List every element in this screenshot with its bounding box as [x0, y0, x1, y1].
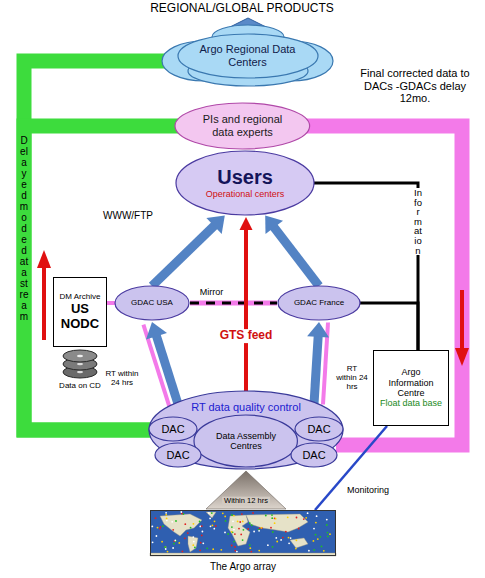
node-text: The Argo array — [210, 561, 276, 573]
connector-line — [314, 333, 318, 405]
arrowhead — [240, 217, 253, 230]
edge-label: Within 12 hrs — [222, 497, 270, 506]
node-text: DAC — [161, 423, 184, 436]
process-ellipse: PIs and regional data experts — [174, 102, 311, 150]
connector-line — [272, 224, 320, 286]
node-text: Users — [217, 166, 273, 189]
node-text: DAC — [307, 423, 330, 436]
note-label: Final corrected data to DACs -GDACs dela… — [354, 67, 476, 105]
node-text: US NODC — [58, 302, 102, 332]
mir-connector — [190, 303, 277, 304]
users-ellipse: UsersOperational centers — [175, 150, 315, 216]
dac-ellipse: Data Assembly Centres — [193, 414, 298, 468]
arrowhead — [146, 322, 167, 340]
pink-connector — [305, 126, 462, 445]
world-map — [150, 510, 336, 556]
dac-ellipse: DAC — [294, 416, 344, 442]
connector-line — [190, 301, 277, 306]
node-text: DM Archive — [60, 292, 101, 301]
node-text: Argo Information Centre — [378, 367, 444, 398]
connector-line — [244, 226, 248, 392]
label-wrap: Information — [413, 188, 423, 255]
dac-cluster: RT data quality controlDAC Data Assembly … — [148, 390, 344, 470]
data-center-cluster: Argo Regional Data Centers — [160, 25, 335, 87]
edge-label-wrap: Within 12 hrs — [222, 497, 270, 506]
node-text: PIs and regional data experts — [196, 113, 288, 138]
node-text: DAC — [166, 449, 189, 462]
edge-label: RT within 24 hrs — [105, 369, 139, 387]
blue-connector — [265, 216, 319, 287]
tri-connector — [206, 471, 286, 509]
note-label: Data on CD — [59, 381, 101, 390]
edge-label-wrap: RT within 24 hrs — [336, 364, 368, 392]
connector-line — [305, 126, 462, 445]
argo-array-map: The Argo array — [150, 510, 336, 574]
node-text: Argo Regional Data Centers — [192, 43, 304, 68]
node-text: GDAC USA — [131, 298, 173, 307]
archive-box: DM ArchiveUS NODC — [53, 277, 107, 347]
info-centre-box: Argo Information CentreFloat data base — [373, 350, 449, 426]
edge-label: WWW/FTP — [103, 210, 153, 222]
red-connector — [240, 217, 253, 392]
blue-connector — [307, 322, 329, 405]
edge-label: GTS feed — [218, 329, 275, 343]
edge-label-wrap: GTS feed — [218, 329, 275, 343]
dac-ellipse: DAC — [148, 416, 198, 442]
node-text: Operational centers — [206, 189, 285, 199]
edge-label: Mirror — [198, 287, 226, 297]
label-wrap: Data on CD — [59, 381, 101, 390]
blk-connector — [360, 303, 418, 350]
gdac-ellipse: GDAC France — [277, 285, 361, 321]
arrowhead — [265, 216, 283, 235]
title-wrap: REGIONAL/GLOBAL PRODUCTS — [150, 2, 334, 16]
edge-label-wrap: RT within 24 hrs — [105, 369, 139, 387]
edge-label-wrap: Mirror — [198, 287, 226, 297]
connector-line — [24, 61, 168, 430]
node-text: GDAC France — [294, 298, 344, 307]
label-wrap: Delayed mode data stream — [19, 135, 29, 322]
arrowhead — [307, 322, 329, 338]
label-wrap: Final corrected data to DACs -GDACs dela… — [354, 67, 476, 105]
gdac-ellipse: GDAC USA — [114, 285, 190, 321]
upward-stream-arrow — [37, 250, 51, 340]
edge-label: RT within 24 hrs — [336, 364, 368, 392]
dac-ellipse: DAC — [290, 442, 338, 468]
mirror-dash — [190, 302, 277, 305]
arrowhead — [206, 216, 224, 234]
diagram-title: REGIONAL/GLOBAL PRODUCTS — [150, 2, 334, 16]
wide-arrow — [206, 471, 286, 509]
blue-connector — [152, 216, 225, 287]
green-connector — [24, 61, 168, 430]
connector-line — [360, 303, 418, 350]
cd-stack-icon — [63, 350, 97, 378]
edge-label-wrap: Monitoring — [347, 485, 389, 495]
node-text: Data Assembly Centres — [211, 431, 281, 452]
node-text: Float data base — [380, 398, 442, 408]
vertical-label: Information — [413, 188, 423, 255]
vertical-label: Delayed mode data stream — [19, 135, 29, 322]
connector-line — [155, 332, 178, 404]
dac-ellipse: DAC — [154, 442, 202, 468]
edge-label-wrap: WWW/FTP — [103, 210, 153, 222]
downward-stream-arrow — [455, 290, 469, 366]
node-text: RT data quality control — [191, 401, 301, 414]
edge-label: Monitoring — [347, 485, 389, 495]
blue-connector — [143, 322, 178, 407]
connector-line — [152, 223, 217, 286]
node-text: DAC — [302, 449, 325, 462]
